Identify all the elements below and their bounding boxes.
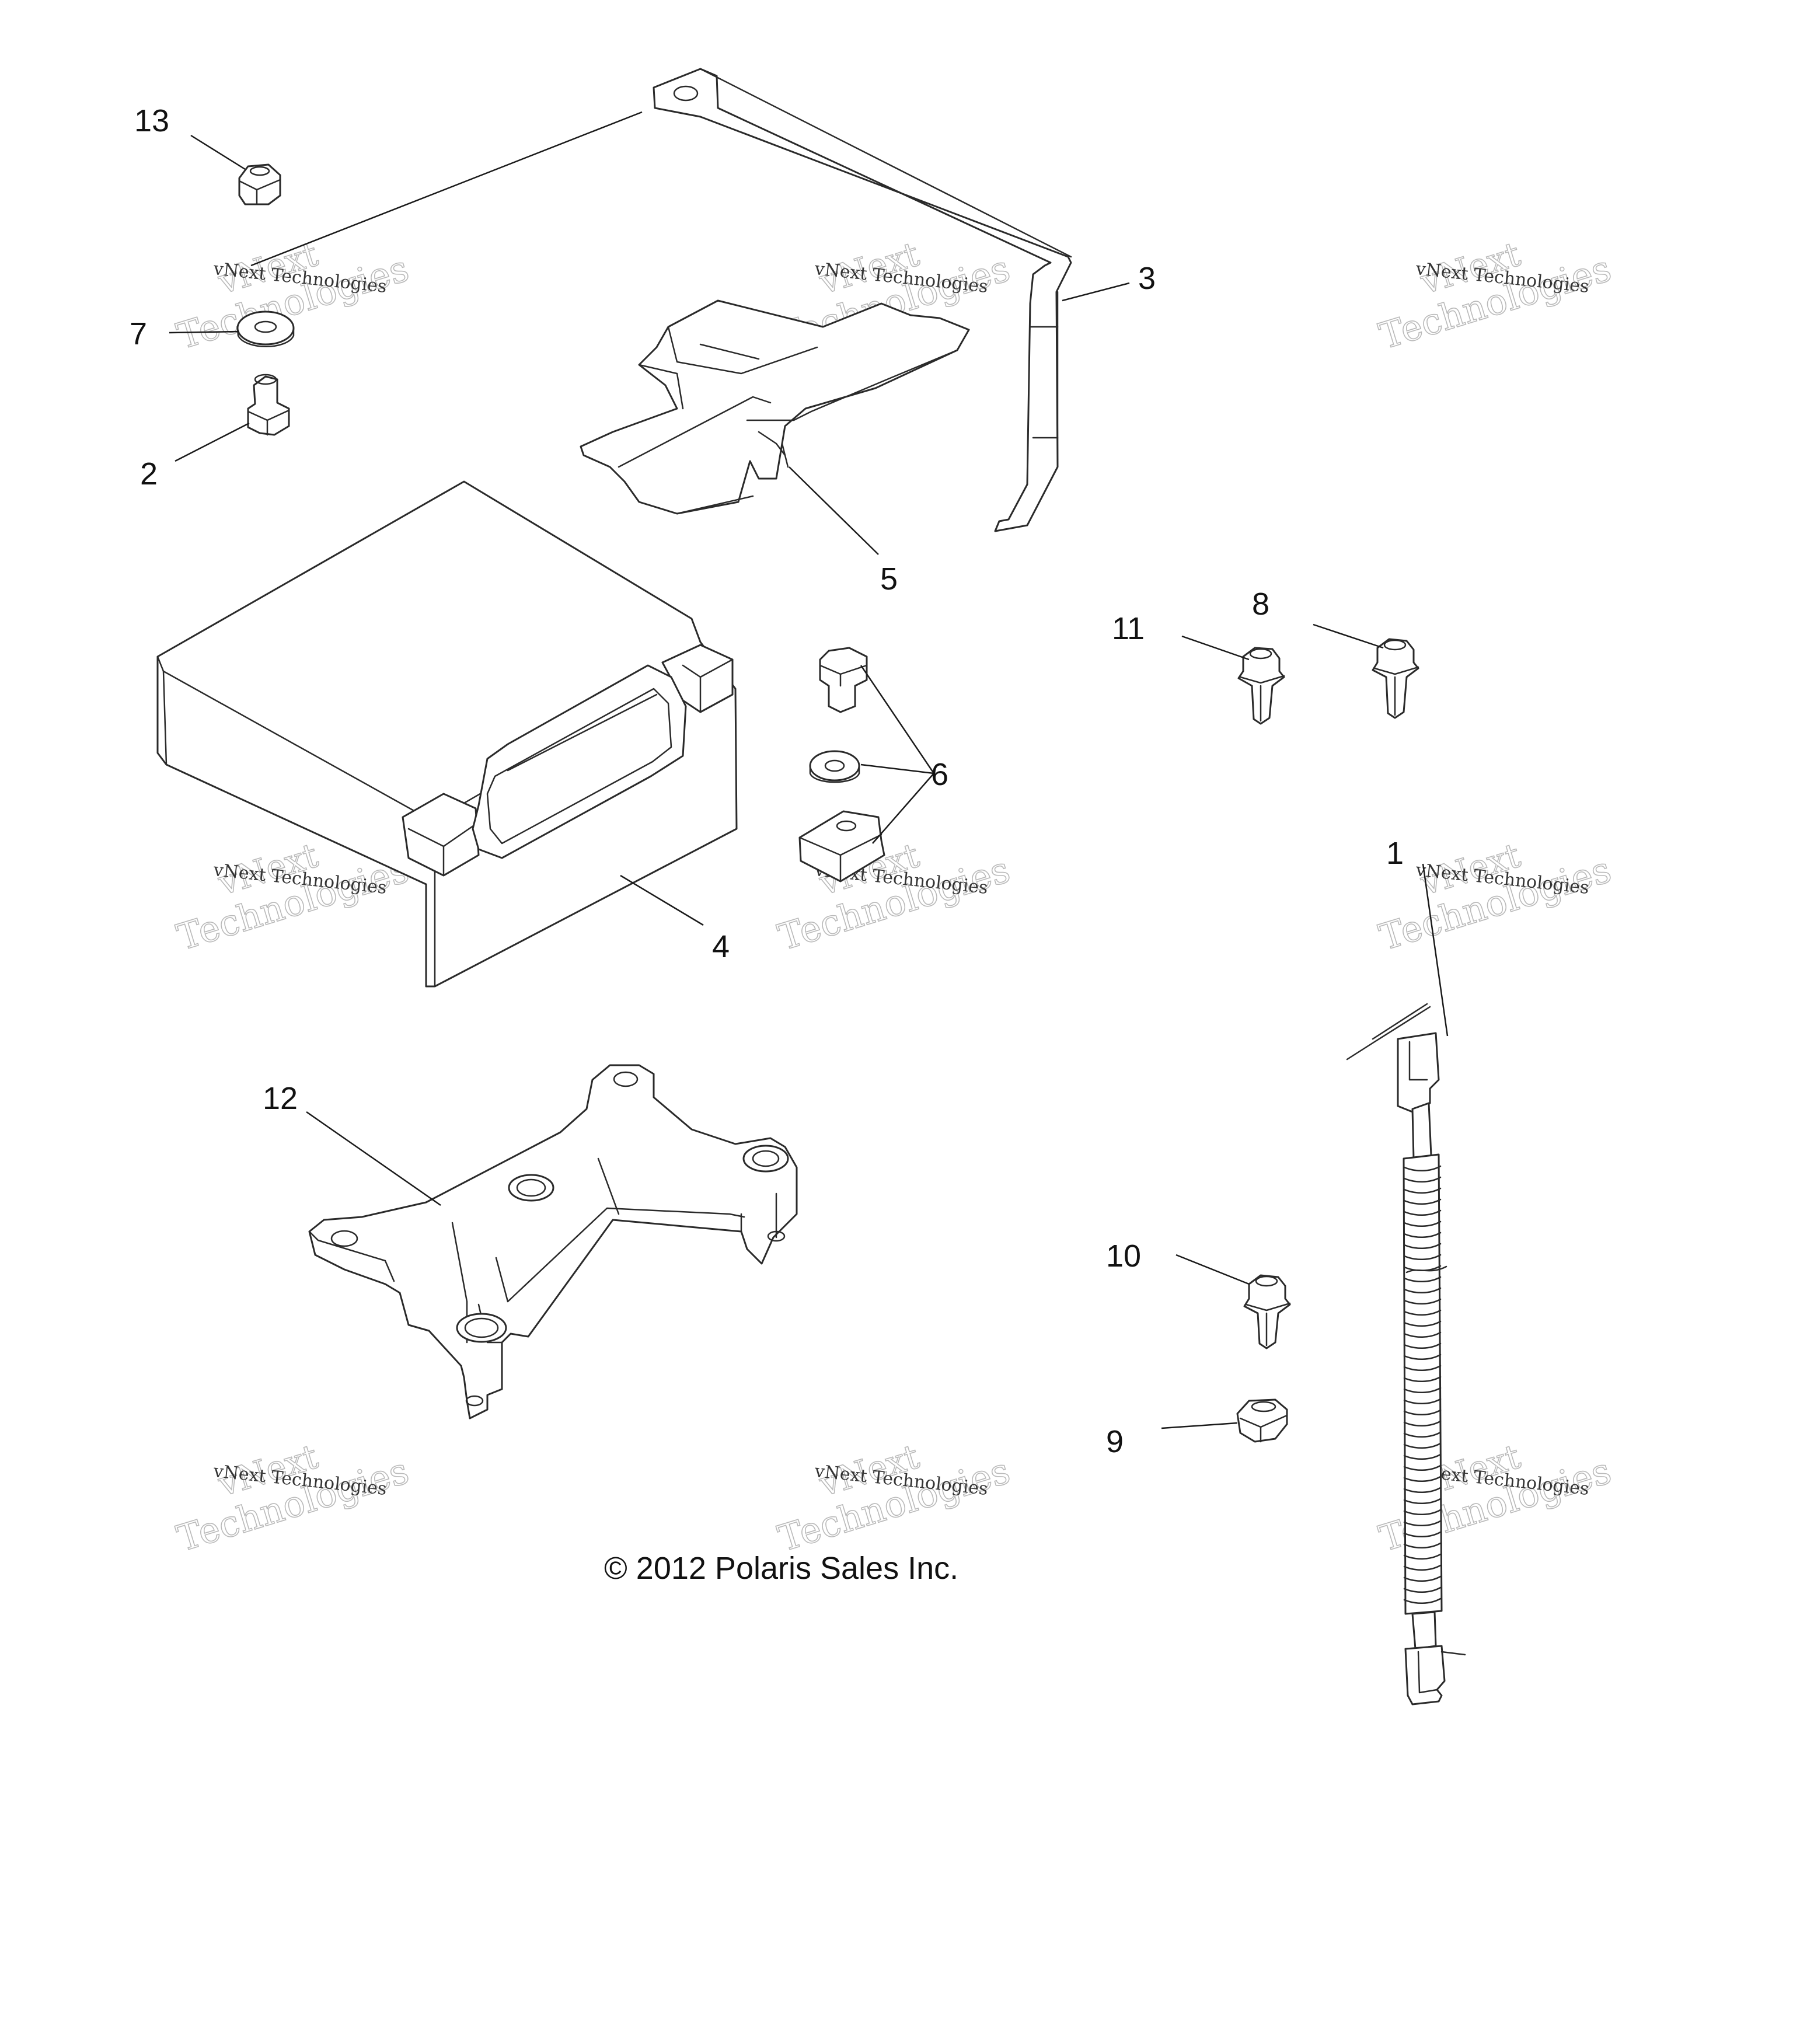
leader-11	[1181, 635, 1250, 661]
part-13-flange-nut	[238, 163, 281, 205]
corrugation-ridge	[1403, 1287, 1442, 1294]
corrugation-ridge	[1403, 1520, 1442, 1527]
corrugation-ridge	[1403, 1553, 1442, 1560]
part-8-flange-bolt	[1372, 638, 1419, 719]
corrugation-ridge	[1403, 1298, 1442, 1305]
callout-10: 10	[1106, 1239, 1141, 1274]
part-11-flange-bolt	[1237, 647, 1285, 725]
corrugation-ridge	[1403, 1464, 1442, 1471]
corrugation-ridge	[1403, 1409, 1442, 1416]
corrugation-ridge	[1403, 1276, 1442, 1283]
corrugation-ridge	[1403, 1176, 1442, 1183]
leader-12	[306, 1111, 441, 1206]
leader-5	[789, 466, 879, 555]
callout-4: 4	[712, 929, 730, 964]
copyright-notice: © 2012 Polaris Sales Inc.	[604, 1551, 958, 1586]
corrugation-ridge	[1403, 1453, 1442, 1460]
leader-4	[620, 874, 704, 926]
corrugation-ridge	[1403, 1431, 1442, 1438]
callout-11: 11	[1112, 611, 1145, 646]
callout-12: 12	[263, 1081, 298, 1116]
corrugation-ridge	[1403, 1209, 1442, 1216]
part-12-battery-bracket	[308, 1064, 798, 1419]
corrugation-ridge	[1403, 1575, 1442, 1582]
corrugation-ridge	[1403, 1542, 1442, 1549]
part-1-vent-tube	[1346, 1003, 1466, 1705]
leader-8	[1313, 623, 1384, 649]
callout-13: 13	[134, 103, 169, 138]
corrugation-ridge	[1403, 1442, 1442, 1449]
callout-1: 1	[1386, 836, 1404, 871]
leader-2	[175, 422, 250, 462]
callout-5: 5	[880, 561, 898, 597]
part-10-flange-bolt	[1243, 1274, 1291, 1349]
leader-6a	[860, 665, 935, 774]
corrugation-ridge	[1403, 1354, 1442, 1361]
callout-9: 9	[1106, 1424, 1124, 1459]
leader-13	[190, 134, 246, 170]
part-2-bolt	[247, 374, 290, 436]
leader-strap-to-washer	[250, 111, 643, 267]
corrugation-ridge	[1403, 1398, 1442, 1405]
part-9-flange-nut	[1236, 1398, 1288, 1443]
corrugation-ridge	[1403, 1487, 1442, 1494]
corrugation-ridge	[1403, 1586, 1442, 1593]
corrugation-ridge	[1403, 1342, 1442, 1349]
corrugation-ridge	[1403, 1597, 1442, 1604]
corrugation-ridge	[1403, 1220, 1442, 1227]
callout-2: 2	[140, 456, 158, 491]
corrugation-ridge	[1403, 1243, 1442, 1250]
callout-7: 7	[130, 316, 147, 351]
callout-8: 8	[1252, 587, 1269, 622]
corrugation-ridge	[1403, 1476, 1442, 1483]
part-4-battery	[156, 480, 738, 988]
leader-7	[169, 330, 240, 334]
leader-3	[1062, 282, 1130, 302]
corrugation-ridge	[1403, 1187, 1442, 1194]
leader-9	[1161, 1422, 1238, 1429]
corrugation-ridge	[1403, 1564, 1442, 1571]
callout-6: 6	[931, 757, 948, 792]
corrugation-ridge	[1403, 1309, 1442, 1316]
leader-1	[1422, 863, 1449, 1037]
corrugation-ridge	[1403, 1376, 1442, 1383]
corrugation-ridge	[1403, 1254, 1442, 1261]
corrugation-ridge	[1403, 1232, 1442, 1239]
callout-3: 3	[1138, 261, 1156, 296]
corrugation-ridge	[1403, 1387, 1442, 1394]
leader-6b	[860, 763, 934, 775]
part-5-battery-pad	[580, 299, 970, 515]
corrugation-ridge	[1403, 1331, 1442, 1338]
watermark-grid: vNext Technologies vNext Technologies vN…	[172, 233, 1616, 1560]
corrugation-ridge	[1403, 1420, 1442, 1427]
callout-labels: 13 7 2 3 5 11 8 6 1 4 12 10 9	[130, 103, 1404, 1459]
corrugation-ridge	[1403, 1365, 1442, 1372]
corrugation-ridge	[1403, 1531, 1442, 1538]
corrugation-ridge	[1403, 1198, 1442, 1205]
corrugation-lines	[1403, 1165, 1442, 1604]
corrugation-ridge	[1403, 1320, 1442, 1327]
leader-10	[1175, 1254, 1250, 1285]
part-3-battery-strap	[653, 68, 1072, 532]
leader-lines	[169, 111, 1449, 1429]
leader-6c	[872, 773, 934, 844]
corrugation-ridge	[1403, 1165, 1442, 1172]
part-7-washer	[236, 311, 295, 347]
corrugation-ridge	[1403, 1498, 1442, 1505]
corrugation-ridge	[1403, 1509, 1442, 1516]
part-6-terminal-hardware	[798, 647, 885, 883]
